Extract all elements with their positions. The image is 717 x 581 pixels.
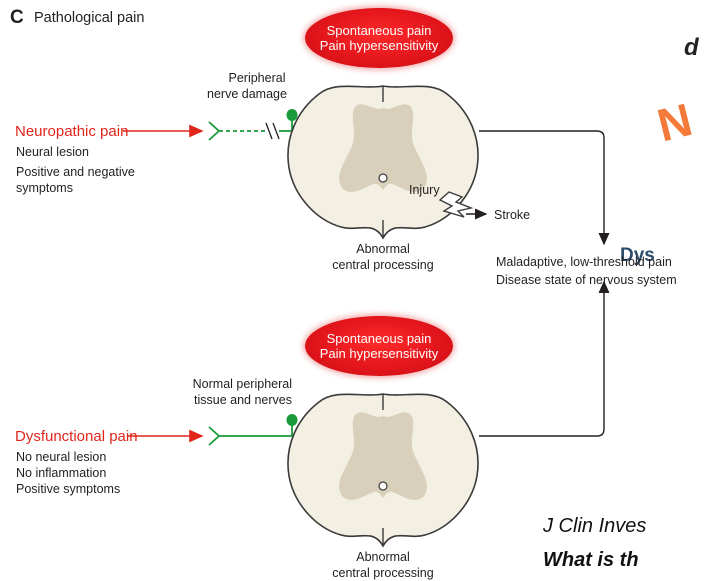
nerve-damage-label: Peripheral nerve damage <box>222 70 292 102</box>
neuropathic-desc-2: Positive and negative <box>16 164 135 180</box>
nerve-break-mark <box>266 123 279 139</box>
side-text-citation: J Clin Inves <box>543 515 646 538</box>
synapse-knob-top <box>287 109 298 121</box>
output-line-bottom <box>479 282 604 436</box>
oval-line-hypersensitivity-bottom: Pain hypersensitivity <box>305 346 453 362</box>
receptor-chevron-bottom <box>209 427 219 445</box>
dysfunctional-description: No neural lesion No inflammation Positiv… <box>16 449 120 497</box>
merge-line-2: Disease state of nervous system <box>496 272 677 288</box>
neuropathic-desc-1: Neural lesion <box>16 144 135 160</box>
symptom-oval-bottom: Spontaneous pain Pain hypersensitivity <box>305 316 453 376</box>
neuropathic-description: Neural lesion Positive and negative symp… <box>16 144 135 196</box>
neuropathic-pain-label: Neuropathic pain <box>15 123 128 140</box>
normal-nerves-label: Normal peripheral tissue and nerves <box>168 376 292 408</box>
side-text-question: What is th <box>543 549 639 572</box>
output-line-top <box>479 131 604 244</box>
abnormal-bottom-line2: central processing <box>318 565 448 581</box>
panel-letter: C <box>10 7 24 29</box>
abnormal-bottom-line1: Abnormal <box>318 549 448 565</box>
oval-line-spontaneous-bottom: Spontaneous pain <box>305 331 453 347</box>
nerve-damage-line1: Peripheral <box>222 70 292 86</box>
normal-nerves-line1: Normal peripheral <box>168 376 292 392</box>
dysfunctional-desc-3: Positive symptoms <box>16 481 120 497</box>
abnormal-processing-top: Abnormal central processing <box>318 241 448 273</box>
spinal-cord-top <box>288 86 478 238</box>
abnormal-top-line1: Abnormal <box>318 241 448 257</box>
receptor-chevron-top <box>209 122 219 140</box>
dysfunctional-pain-label: Dysfunctional pain <box>15 428 138 445</box>
merge-line-1: Maladaptive, low-threshold pain <box>496 254 677 270</box>
side-text-d: d <box>684 34 699 62</box>
dysfunctional-desc-1: No neural lesion <box>16 449 120 465</box>
abnormal-processing-bottom: Abnormal central processing <box>318 549 448 581</box>
nerve-damage-line2: nerve damage <box>202 86 292 102</box>
injury-label: Injury <box>409 182 440 198</box>
oval-line-hypersensitivity: Pain hypersensitivity <box>305 38 453 54</box>
normal-nerves-line2: tissue and nerves <box>168 392 292 408</box>
symptom-oval-top: Spontaneous pain Pain hypersensitivity <box>305 8 453 68</box>
merge-description: Maladaptive, low-threshold pain Disease … <box>496 254 677 288</box>
panel-title: Pathological pain <box>34 10 144 26</box>
oval-line-spontaneous: Spontaneous pain <box>305 23 453 39</box>
spinal-cord-bottom <box>288 394 478 546</box>
neuropathic-desc-3: symptoms <box>16 180 135 196</box>
synapse-knob-bottom <box>287 414 298 426</box>
dysfunctional-desc-2: No inflammation <box>16 465 120 481</box>
abnormal-top-line2: central processing <box>318 257 448 273</box>
stroke-label: Stroke <box>494 207 530 223</box>
